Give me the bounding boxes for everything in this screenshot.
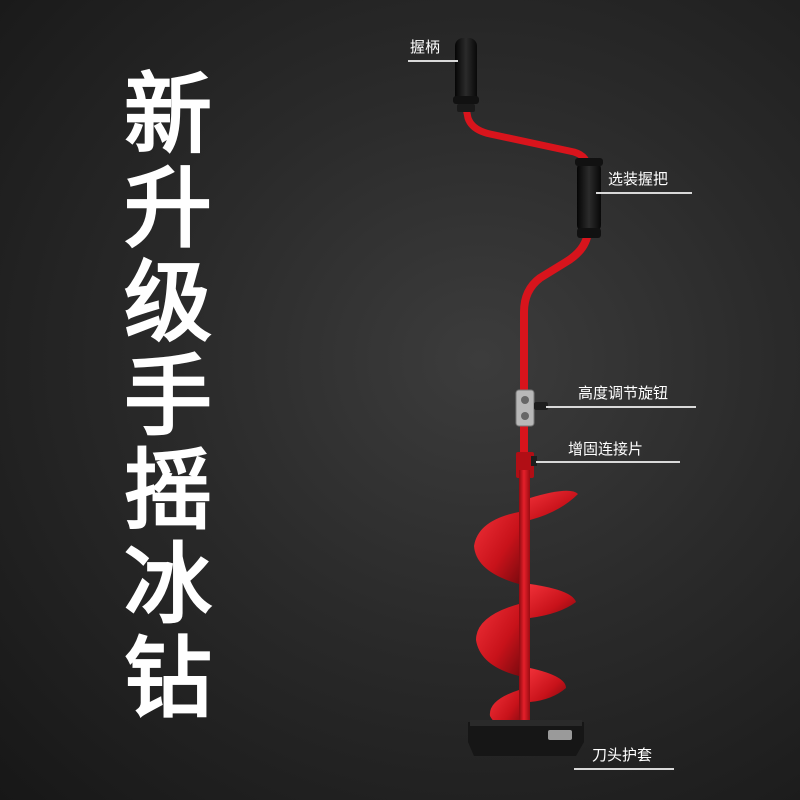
callout-grip-line — [408, 60, 458, 62]
headline-char-4: 手 — [123, 345, 212, 448]
callout-height-knob: 高度调节旋钮 — [578, 384, 669, 402]
headline-char-3: 级 — [123, 251, 212, 354]
callout-reinforce-plate-line — [536, 461, 680, 463]
callout-blade-guard-line — [574, 768, 674, 770]
callout-reinforce-plate: 增固连接片 — [568, 440, 644, 458]
headline: 新 升 级 手 摇 冰 钻 — [118, 68, 218, 726]
headline-char-6: 冰 — [123, 533, 212, 636]
callout-height-knob-line — [546, 406, 696, 408]
callout-grip: 握柄 — [410, 38, 441, 56]
blade-guard-icon — [468, 720, 584, 756]
headline-char-7: 钻 — [123, 627, 212, 730]
height-knob-icon — [515, 389, 548, 427]
crank-shaft — [462, 104, 592, 236]
upper-shaft — [520, 228, 592, 474]
callout-blade-guard: 刀头护套 — [592, 746, 653, 764]
headline-char-2: 升 — [123, 157, 212, 260]
headline-char-5: 摇 — [123, 439, 212, 542]
lower-shaft — [519, 470, 530, 742]
callout-optional-grip: 选装握把 — [608, 170, 669, 188]
top-grip-icon — [453, 38, 479, 112]
optional-grip-icon — [575, 158, 603, 238]
headline-char-1: 新 — [123, 63, 212, 166]
callout-optional-grip-line — [596, 192, 692, 194]
